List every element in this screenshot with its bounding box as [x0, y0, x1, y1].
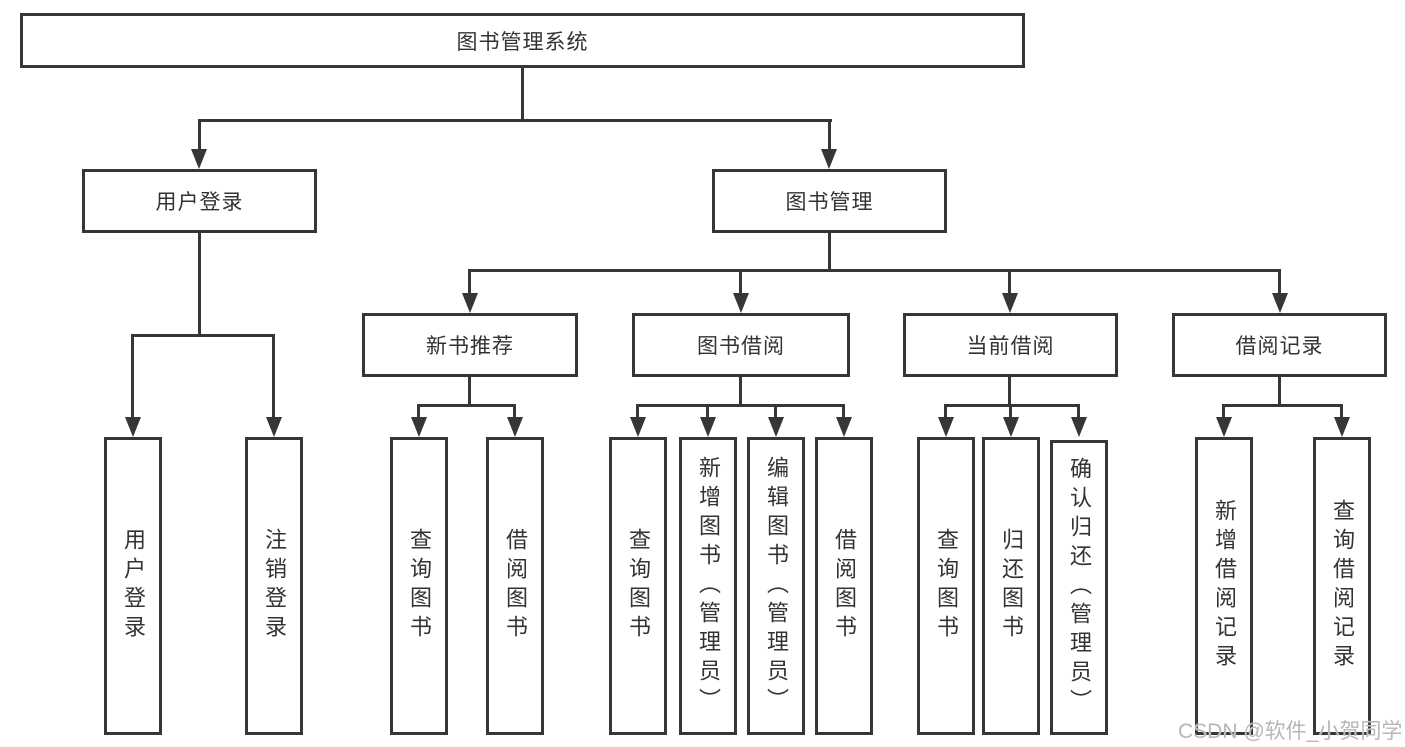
node-current-borrowing: 当前借阅 [903, 313, 1118, 377]
edge-book-borrowing-horizontal [636, 404, 845, 407]
leaf-borrow-books-borrowing: 借阅图书 [815, 437, 873, 735]
node-borrowing-records: 借阅记录 [1172, 313, 1387, 377]
edge-drop [842, 404, 845, 420]
node-book-borrowing: 图书借阅 [632, 313, 850, 377]
arrow-down-icon [266, 417, 282, 437]
arrow-down-icon [836, 417, 852, 437]
leaf-add-borrow-record: 新增借阅记录 [1195, 437, 1253, 735]
arrow-down-icon [411, 417, 427, 437]
arrow-down-icon [1334, 417, 1350, 437]
edge-drop [513, 404, 516, 420]
leaf-borrow-books-recommend: 借阅图书 [486, 437, 544, 735]
arrow-down-icon [125, 417, 141, 437]
edge-book-borrowing-stem [739, 376, 742, 407]
arrow-down-icon [1071, 417, 1087, 437]
leaf-add-books-admin: 新增图书（管理员） [679, 437, 737, 735]
edge-drop-current-borrowing [1008, 269, 1011, 295]
edge-drop [706, 404, 709, 420]
arrow-down-icon [938, 417, 954, 437]
arrow-down-icon [630, 417, 646, 437]
edge-drop [636, 404, 639, 420]
edge-drop-book-borrowing [739, 269, 742, 295]
leaf-query-books-current: 查询图书 [917, 437, 975, 735]
edge-drop-borrowing-records [1278, 269, 1281, 295]
edge-user-login-stem [198, 232, 201, 336]
node-library-management-system: 图书管理系统 [20, 13, 1025, 68]
edge-drop [774, 404, 777, 420]
edge-book-management-stem [828, 232, 831, 272]
arrow-down-icon [700, 417, 716, 437]
edge-drop [1222, 404, 1225, 420]
arrow-down-icon [1002, 293, 1018, 313]
leaf-user-login: 用户登录 [104, 437, 162, 735]
leaf-edit-books-admin: 编辑图书（管理员） [747, 437, 805, 735]
node-new-book-recommend: 新书推荐 [362, 313, 578, 377]
edge-drop [944, 404, 947, 420]
node-book-management: 图书管理 [712, 169, 947, 233]
arrow-down-icon [462, 293, 478, 313]
edge-borrowing-records-horizontal [1222, 404, 1343, 407]
arrow-down-icon [733, 293, 749, 313]
arrow-down-icon [768, 417, 784, 437]
arrow-down-icon [1003, 417, 1019, 437]
leaf-query-books-borrowing: 查询图书 [609, 437, 667, 735]
edge-drop-book-management [828, 119, 831, 152]
edge-drop [1340, 404, 1343, 420]
leaf-logout: 注销登录 [245, 437, 303, 735]
edge-level3-horizontal [468, 269, 1281, 272]
edge-drop-leaf-user-login [131, 334, 134, 419]
arrow-down-icon [507, 417, 523, 437]
edge-user-login-horizontal [131, 334, 275, 337]
edge-root-stem [521, 67, 524, 121]
edge-current-borrowing-stem [1008, 376, 1011, 407]
edge-root-horizontal [198, 119, 832, 122]
leaf-return-books: 归还图书 [982, 437, 1040, 735]
edge-borrowing-records-stem [1278, 376, 1281, 407]
edge-drop-user-login [198, 119, 201, 152]
edge-drop [1077, 404, 1080, 420]
leaf-query-books-recommend: 查询图书 [390, 437, 448, 735]
leaf-confirm-return-admin: 确认归还（管理员） [1050, 440, 1108, 735]
leaf-query-borrow-record: 查询借阅记录 [1313, 437, 1371, 735]
csdn-watermark: CSDN @软件_小贺同学 [1178, 720, 1403, 743]
edge-new-book-horizontal [417, 404, 516, 407]
edge-drop-leaf-logout [272, 334, 275, 419]
arrow-down-icon [1216, 417, 1232, 437]
edge-drop [417, 404, 420, 420]
edge-current-borrowing-horizontal [944, 404, 1080, 407]
arrow-down-icon [821, 149, 837, 169]
edge-drop-new-book [468, 269, 471, 295]
edge-drop [1009, 404, 1012, 420]
arrow-down-icon [191, 149, 207, 169]
edge-new-book-stem [468, 376, 471, 407]
arrow-down-icon [1272, 293, 1288, 313]
node-user-login: 用户登录 [82, 169, 317, 233]
